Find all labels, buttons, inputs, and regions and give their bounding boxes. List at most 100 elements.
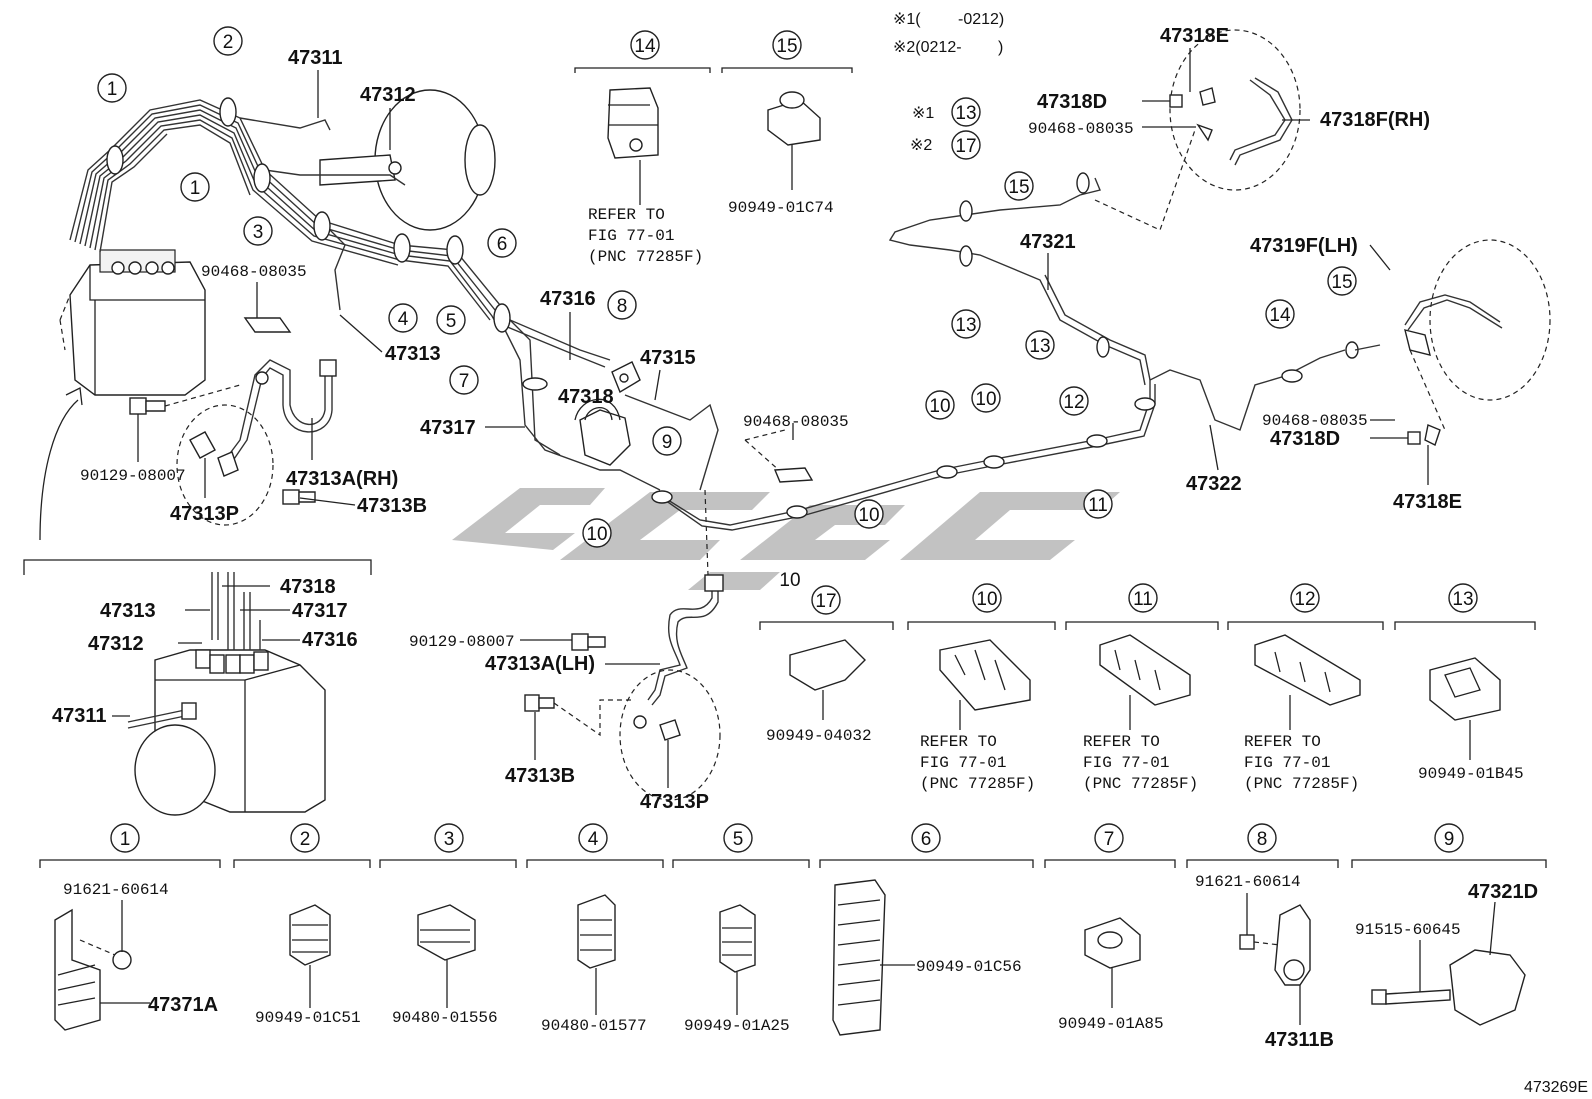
svg-text:10: 10 [779,570,800,591]
svg-text:10: 10 [975,389,996,410]
svg-text:47318D: 47318D [1270,428,1340,450]
svg-text:8: 8 [1257,829,1268,850]
svg-text:※1(: ※1( [893,11,921,28]
svg-text:90468-08035: 90468-08035 [743,413,849,431]
svg-text:90480-01577: 90480-01577 [541,1017,647,1035]
callout-10d: 10 [971,383,1001,413]
arrow-to-inset [39,387,83,541]
callout-6-bot: 6 [911,823,941,853]
callout-15b: 15 [1327,266,1357,296]
svg-text:90468-08035: 90468-08035 [201,263,307,281]
svg-text:3: 3 [253,222,264,243]
callout-14-top: 14 [630,30,660,60]
svg-text:47318: 47318 [558,386,614,408]
part-6-drawing [832,879,915,1036]
svg-text:90949-01B45: 90949-01B45 [1418,765,1524,783]
part-17-drawing [759,621,894,720]
flex-hose-rh [224,359,337,466]
callout-5-bot: 5 [723,823,753,853]
mid-part-labels: 90949-04032 REFER TO FIG 77-01 (PNC 7728… [766,727,1524,793]
part-9-drawing [1371,901,1526,1026]
svg-text:47311: 47311 [52,705,107,727]
callout-13-mid: 13 [1448,583,1478,613]
part-12-drawing [1227,621,1384,730]
svg-text:12: 12 [1294,589,1315,610]
abs-actuator-drawing [59,249,206,396]
svg-text:47313A(LH): 47313A(LH) [485,653,595,675]
svg-text:8: 8 [617,296,628,317]
svg-text:15: 15 [776,36,797,57]
svg-text:13: 13 [955,315,976,336]
svg-text:91621-60614: 91621-60614 [63,881,169,899]
svg-text:47318: 47318 [280,576,336,598]
svg-text:11: 11 [1133,589,1153,610]
main-labels: 47311 47312 47313 47316 47315 47317 4731… [80,25,1462,813]
svg-text:REFER TO: REFER TO [920,733,997,751]
callout-10c: 10 [925,390,955,420]
svg-text:7: 7 [1104,829,1115,850]
lh-rear-hose [1404,239,1551,446]
brake-booster-drawing [319,89,496,231]
svg-text:90468-08035: 90468-08035 [1028,120,1134,138]
callout-7a: 7 [449,365,479,395]
callout-9a: 9 [652,426,682,456]
svg-text:(PNC 77285F): (PNC 77285F) [1244,775,1359,793]
lh-caliper-outline [619,669,721,801]
svg-text:90949-01C74: 90949-01C74 [728,199,834,217]
callout-6a: 6 [487,228,517,258]
flex-hose-lh [647,489,724,706]
svg-text:47321D: 47321D [1468,881,1538,903]
part-14-drawing [574,67,711,205]
leaders [137,48,1429,788]
part-5-drawing [719,904,756,1015]
svg-text:47317: 47317 [420,417,476,439]
svg-text:4: 4 [398,309,409,330]
callout-4-bot: 4 [578,823,608,853]
bottom-brackets [39,859,1547,868]
bleeder-47313P-lh [633,715,681,741]
svg-text:-0212): -0212) [958,11,1004,28]
svg-text:47311B: 47311B [1265,1029,1334,1051]
top-part-labels: REFER TO FIG 77-01 (PNC 77285F) 90949-01… [588,199,834,266]
svg-text:12: 12 [1063,392,1084,413]
svg-text:3: 3 [444,829,455,850]
callout-1-bot: 1 [110,823,140,853]
svg-text:90129-08007: 90129-08007 [80,467,186,485]
callout-17a: 17 [951,130,981,160]
clamp-8-drawing [611,361,641,394]
callout-11-mid: 11 [1128,583,1158,613]
svg-text:1: 1 [107,79,118,100]
svg-text:10: 10 [929,396,950,417]
svg-text:90949-01A85: 90949-01A85 [1058,1015,1164,1033]
svg-text:FIG 77-01: FIG 77-01 [920,754,1006,772]
part-10-drawing [907,621,1056,730]
svg-text:5: 5 [446,311,457,332]
svg-text:91621-60614: 91621-60614 [1195,873,1301,891]
svg-text:※2(0212-: ※2(0212- [893,39,962,56]
junction-9-drawing [574,398,631,466]
svg-text:90949-04032: 90949-04032 [766,727,872,745]
svg-text:REFER TO: REFER TO [1244,733,1321,751]
svg-text:90949-01A25: 90949-01A25 [684,1017,790,1035]
svg-text:1: 1 [190,178,201,199]
svg-text:47315: 47315 [640,347,696,369]
callout-8-bot: 8 [1247,823,1277,853]
svg-text:14: 14 [634,36,656,57]
svg-text:7: 7 [459,371,470,392]
svg-text:REFER TO: REFER TO [1083,733,1160,751]
callout-14a: 14 [1265,299,1295,329]
part-2-drawing [289,904,331,1008]
callout-4a: 4 [388,303,418,333]
svg-text:FIG 77-01: FIG 77-01 [588,227,674,245]
callout-10-mid: 10 [972,583,1002,613]
svg-text:47318E: 47318E [1160,25,1229,47]
part-1-drawing [54,900,150,1031]
svg-text:15: 15 [1008,177,1029,198]
bolt-90129-lh [571,633,606,651]
svg-text:47312: 47312 [360,84,416,106]
svg-text:17: 17 [815,591,836,612]
callout-7-bot: 7 [1094,823,1124,853]
svg-text:47318E: 47318E [1393,491,1462,513]
svg-text:11: 11 [1088,495,1108,516]
svg-text:47311: 47311 [288,47,343,69]
